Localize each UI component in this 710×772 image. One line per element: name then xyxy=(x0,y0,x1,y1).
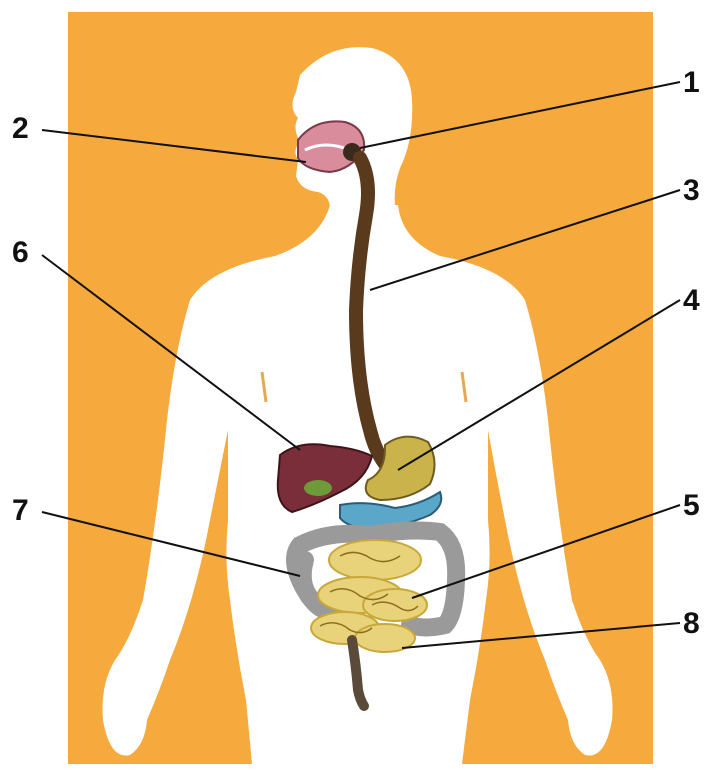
label-8: 8 xyxy=(683,607,700,640)
label-1: 1 xyxy=(683,66,700,99)
gallbladder xyxy=(304,480,332,496)
label-7: 7 xyxy=(12,494,29,527)
label-2: 2 xyxy=(12,112,29,145)
label-3: 3 xyxy=(683,174,700,207)
label-5: 5 xyxy=(683,489,700,522)
label-6: 6 xyxy=(12,236,29,269)
label-4: 4 xyxy=(683,284,700,317)
